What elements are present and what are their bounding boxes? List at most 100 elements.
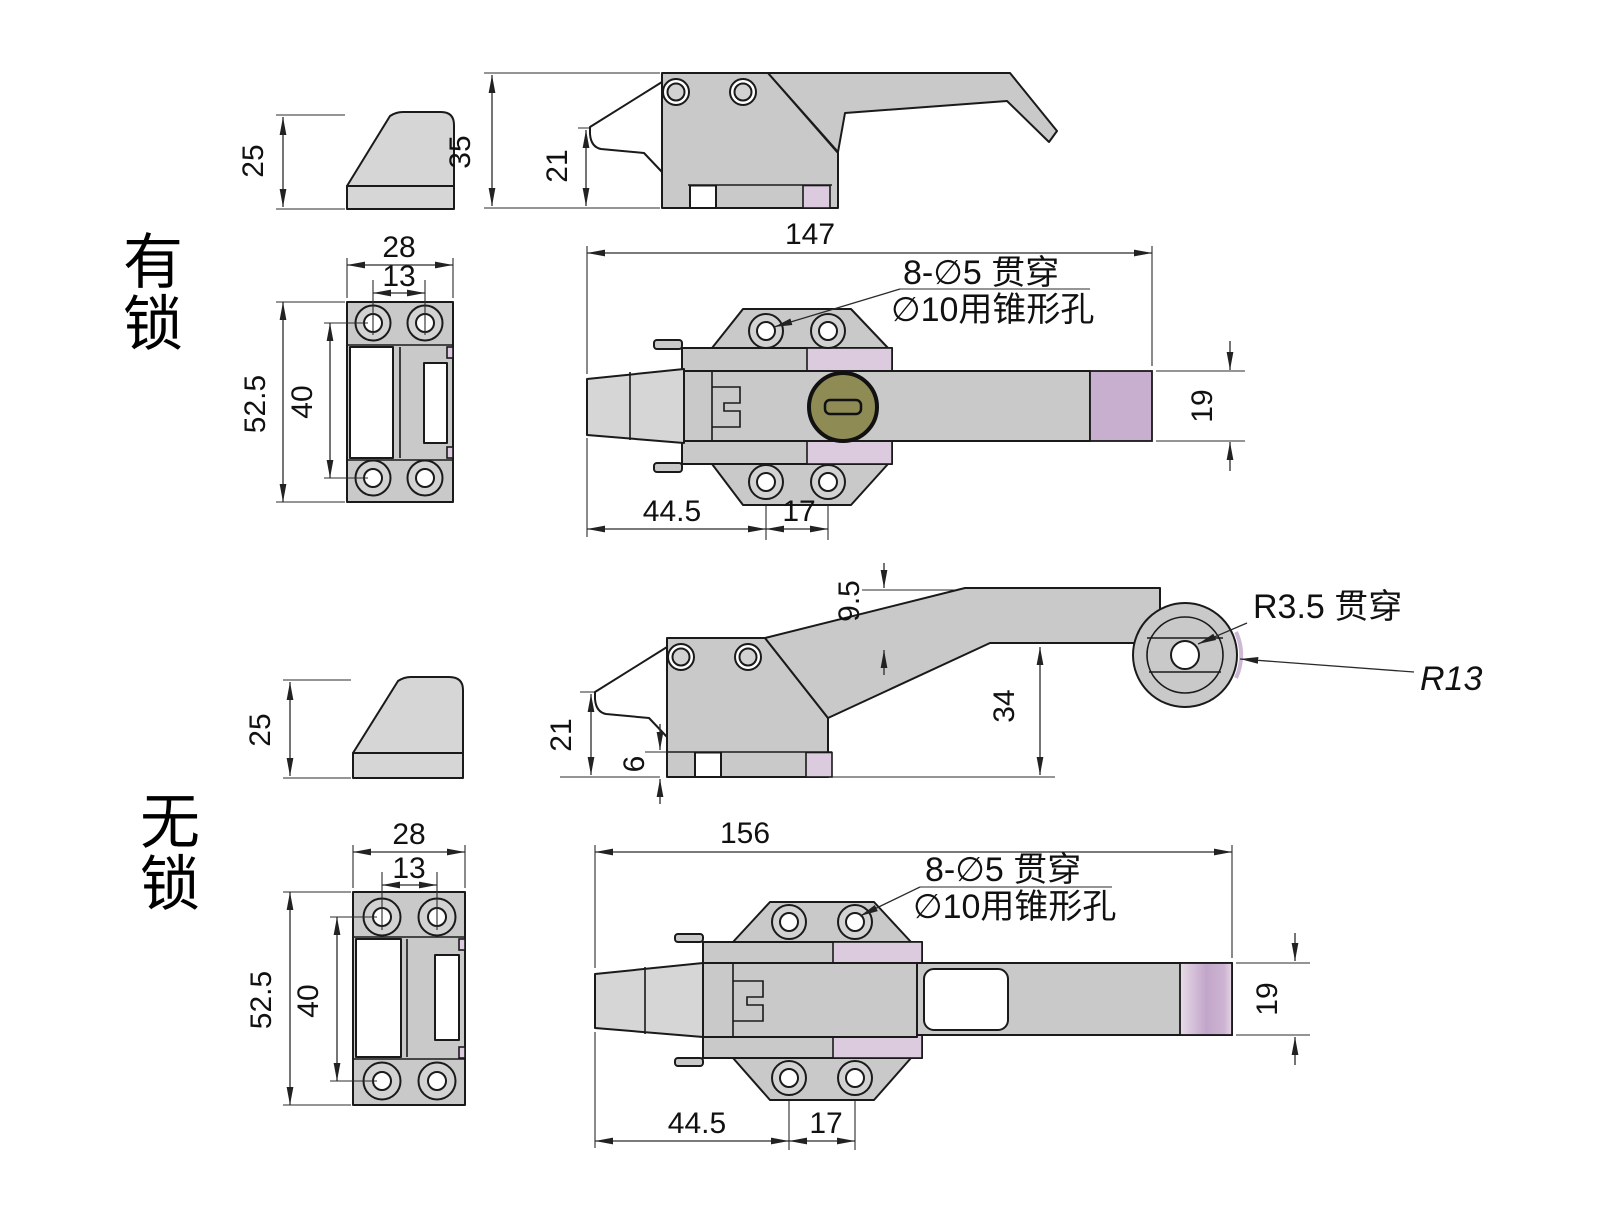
dim-6-label: 6 [618, 756, 651, 773]
latch-pawl [594, 646, 668, 738]
latch-body [666, 637, 829, 778]
hole-callout-line1: 8-∅5 贯穿 [903, 254, 1059, 292]
side-tab [653, 339, 683, 350]
dim-25-label: 25 [244, 713, 277, 746]
dim-44-5-label: 44.5 [643, 495, 701, 528]
latch-body-block [702, 962, 918, 1038]
plate-accent [446, 346, 454, 359]
hole-inner [756, 472, 776, 492]
dim-52-5-label: 52.5 [245, 971, 278, 1029]
keyway-slot [823, 398, 863, 416]
side-tab [674, 1057, 704, 1067]
hole-callout-line2: ∅10用锥形孔 [891, 291, 1094, 329]
hole-callout-line1: 8-∅5 贯穿 [925, 851, 1081, 889]
base-strip-window [689, 184, 717, 209]
extension-lines [276, 258, 454, 503]
plate-window [355, 938, 402, 1058]
view-plate-top-unlocked: 28 13 52.5 40 [245, 818, 466, 1106]
r13-leader [1239, 656, 1415, 673]
hole-callout-line2: ∅10用锥形孔 [913, 888, 1116, 926]
dim-13-label: 13 [382, 260, 415, 293]
hole-inner [756, 321, 776, 341]
round-end-accent [1234, 631, 1244, 679]
rivet-core [738, 647, 758, 667]
dim-156-label: 156 [720, 817, 770, 850]
round-end-ring [1146, 616, 1224, 694]
plate-accent [446, 446, 454, 459]
flange-top-accent [832, 941, 923, 966]
latch-pawl [589, 81, 663, 173]
plate-band-lines [347, 344, 453, 461]
view-handle-side-locked: 35 21 [444, 72, 1058, 209]
dim-28-label: 28 [392, 818, 425, 851]
dim-25-label: 25 [237, 144, 270, 177]
extension-lines [276, 114, 345, 210]
rivet-core [671, 647, 691, 667]
section-label-locked: 有锁 [115, 230, 182, 354]
dim-13-label: 13 [392, 852, 425, 885]
view-main-top-locked: 147 [586, 218, 1245, 540]
rivet-core [666, 82, 686, 102]
striker-base [352, 752, 464, 779]
view-main-top-unlocked: 156 [594, 817, 1310, 1150]
plate-band-lines [353, 936, 465, 1060]
dim-9-5-label: 9.5 [833, 580, 866, 622]
dim-28-label: 28 [382, 231, 415, 264]
extension-lines [594, 845, 1310, 1150]
plate-slot [423, 362, 448, 444]
dim-40-label: 40 [292, 984, 325, 1017]
latch-body [661, 72, 839, 209]
dim-44-5-label: 44.5 [668, 1107, 726, 1140]
handle-end-cap [1179, 962, 1233, 1036]
handle-lever [767, 72, 1058, 153]
handle-bar [683, 370, 1091, 442]
striker-wedge [352, 676, 464, 754]
hole-inner [818, 472, 838, 492]
dim-19-label: 19 [1251, 982, 1284, 1015]
hole-inner [415, 468, 435, 488]
base-strip-window [694, 751, 722, 778]
mounting-holes [748, 313, 846, 500]
slider-notch [732, 963, 764, 1037]
callout-leader [859, 886, 921, 917]
section-without-lock: 无锁 9.5 21 6 [132, 563, 1482, 1150]
hole-inner [845, 1068, 865, 1088]
slider-notch [711, 371, 741, 441]
hole-inner [427, 1071, 447, 1091]
hole-inner [779, 1068, 799, 1088]
section-with-lock: 有锁 25 35 21 [115, 72, 1245, 540]
r3-5-callout: R3.5 贯穿 [1253, 588, 1402, 626]
latch-tongue [594, 962, 704, 1038]
dim-21-label: 21 [541, 149, 574, 182]
striker-wedge [346, 111, 455, 187]
dim-40-label: 40 [286, 385, 319, 418]
hole-inner [779, 912, 799, 932]
extension-lines [586, 246, 1245, 540]
dim-21-label: 21 [545, 718, 578, 751]
base-strip-accent [802, 184, 831, 209]
rivet-core [733, 82, 753, 102]
side-tab [674, 933, 704, 943]
plate-accent [458, 938, 466, 951]
hole-inner [818, 321, 838, 341]
plate-window [349, 346, 394, 459]
round-end-hole [1170, 640, 1200, 670]
handle-arm [764, 587, 1161, 719]
flange-bottom-accent [806, 440, 893, 465]
flange-bottom-accent [832, 1034, 923, 1059]
dim-19-label: 19 [1186, 389, 1219, 422]
hex-plate-bottom [732, 1057, 912, 1101]
hole-inner [845, 912, 865, 932]
striker-base [346, 185, 455, 210]
handle-bar-window [923, 968, 1009, 1031]
flange-top-accent [806, 347, 893, 372]
callout-leader [773, 288, 901, 328]
hex-plate-top [732, 901, 912, 943]
latch-tongue [586, 368, 685, 444]
dim-35-label: 35 [444, 135, 477, 168]
base-strip-accent [805, 751, 833, 778]
plate-slot [434, 954, 460, 1041]
view-striker-side-locked: 25 [237, 111, 455, 210]
